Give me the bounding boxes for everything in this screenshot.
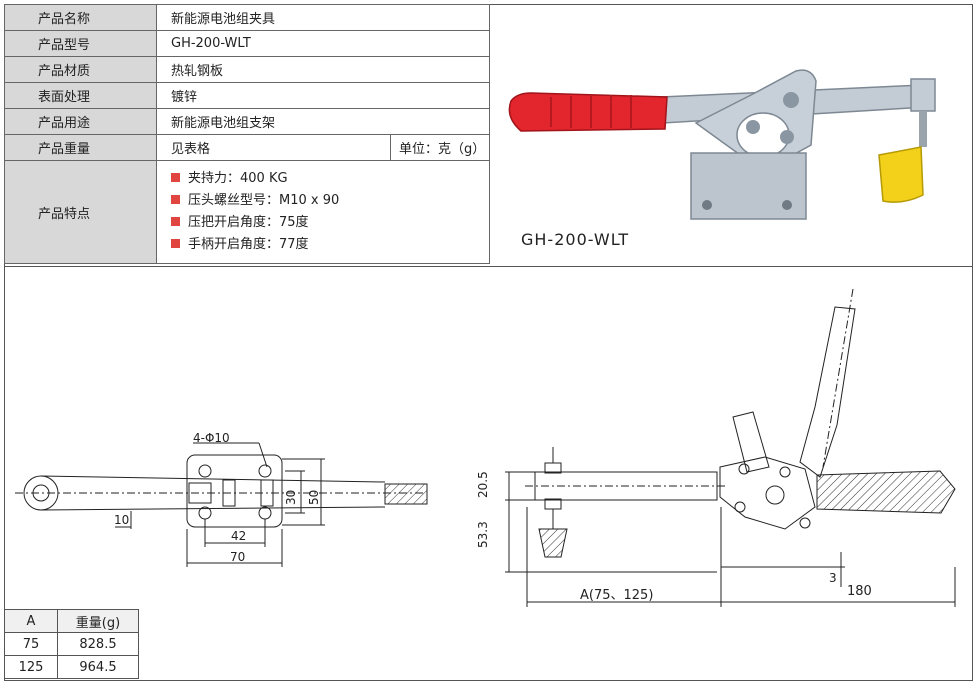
- spec-value: 新能源电池组支架: [156, 108, 490, 135]
- dim-hole-label: 4-Φ10: [193, 431, 230, 445]
- dim-70: 70: [230, 550, 246, 564]
- spec-row: 产品名称 新能源电池组夹具: [4, 4, 490, 31]
- spec-value: 新能源电池组夹具: [156, 4, 490, 31]
- bullet-square-icon: [171, 217, 180, 226]
- product-photo: [508, 69, 936, 220]
- dim-30: 30: [284, 489, 298, 505]
- feature-item: 手柄开启角度：77度: [171, 234, 489, 256]
- features-row: 产品特点 夹持力：400 KG 压头螺丝型号：M10 x 90 压把开启角度：7…: [4, 160, 490, 264]
- weight-cell: 964.5: [57, 655, 139, 679]
- spec-label: 产品重量: [4, 134, 157, 161]
- feature-item: 夹持力：400 KG: [171, 168, 489, 190]
- spec-row: 产品用途 新能源电池组支架: [4, 108, 490, 135]
- spec-label: 表面处理: [4, 82, 157, 109]
- dim-42: 42: [231, 529, 247, 543]
- spec-value: GH-200-WLT: [156, 30, 490, 57]
- weight-cell: 125: [4, 655, 58, 679]
- weight-spec-row: 产品重量 见表格 单位：克（g）: [4, 134, 490, 161]
- spec-label: 产品名称: [4, 4, 157, 31]
- bullet-square-icon: [171, 195, 180, 204]
- bullet-square-icon: [171, 173, 180, 182]
- weight-col-header: 重量(g): [57, 609, 139, 633]
- dim-A: A(75、125): [580, 588, 654, 603]
- spec-value: 热轧钢板: [156, 56, 490, 83]
- feature-item: 压头螺丝型号：M10 x 90: [171, 190, 489, 212]
- spec-label: 产品特点: [4, 160, 157, 264]
- dim-3: 3: [829, 571, 837, 585]
- dim-53-3: 53.3: [476, 521, 490, 548]
- spec-table: 产品名称 新能源电池组夹具 产品型号 GH-200-WLT 产品材质 热轧钢板 …: [4, 4, 490, 264]
- dim-50: 50: [307, 489, 321, 505]
- weight-cell: 828.5: [57, 632, 139, 656]
- spec-value: 镀锌: [156, 82, 490, 109]
- weight-unit: 单位：克（g）: [390, 134, 490, 161]
- spec-label: 产品用途: [4, 108, 157, 135]
- table-row: 75 828.5: [4, 632, 139, 656]
- dim-10: 10: [114, 513, 130, 527]
- bullet-square-icon: [171, 239, 180, 248]
- dim-180: 180: [847, 584, 872, 599]
- spec-label: 产品型号: [4, 30, 157, 57]
- spec-row: 产品型号 GH-200-WLT: [4, 30, 490, 57]
- spec-row: 产品材质 热轧钢板: [4, 56, 490, 83]
- divider: [4, 266, 973, 267]
- dim-20-5: 20.5: [476, 471, 490, 498]
- weight-col-header: A: [4, 609, 58, 633]
- weight-table: A 重量(g) 75 828.5 125 964.5: [4, 609, 139, 679]
- spec-value: 见表格: [156, 134, 391, 161]
- weight-table-header: A 重量(g): [4, 609, 139, 633]
- spec-label: 产品材质: [4, 56, 157, 83]
- feature-item: 压把开启角度：75度: [171, 212, 489, 234]
- spec-row: 表面处理 镀锌: [4, 82, 490, 109]
- features-list: 夹持力：400 KG 压头螺丝型号：M10 x 90 压把开启角度：75度 手柄…: [156, 160, 490, 264]
- table-row: 125 964.5: [4, 655, 139, 679]
- photo-caption: GH-200-WLT: [521, 230, 630, 249]
- technical-drawing: [15, 288, 956, 607]
- weight-cell: 75: [4, 632, 58, 656]
